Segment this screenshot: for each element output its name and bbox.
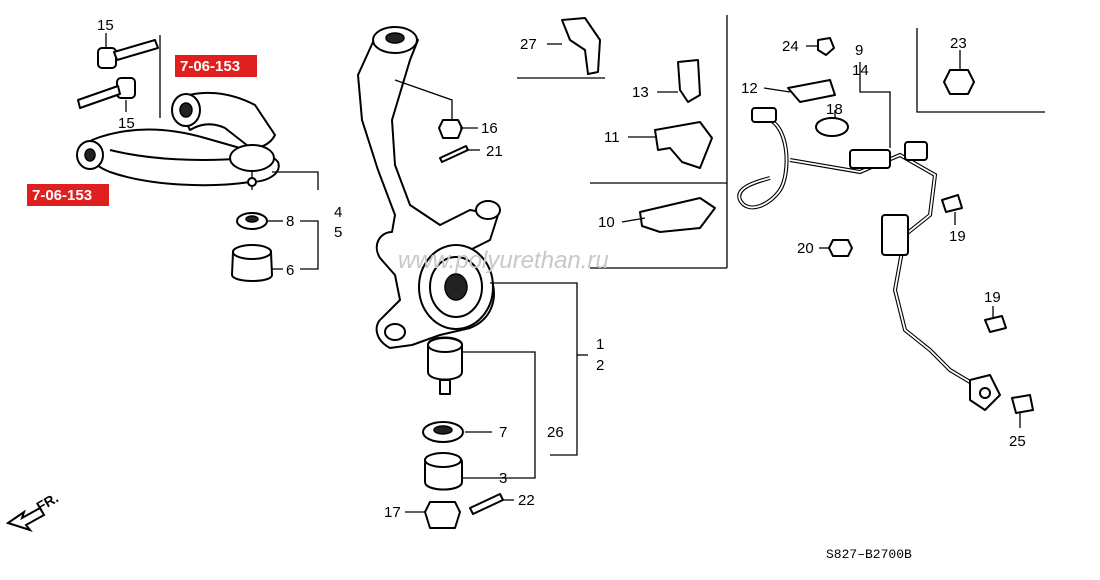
- callout-12: 12: [741, 80, 758, 97]
- boot-3: [424, 452, 463, 491]
- reference-label-lower[interactable]: 7-06-153: [27, 184, 109, 206]
- bolt-15-lower: [77, 77, 136, 109]
- castle-nut-16: [438, 119, 463, 139]
- bracket-27: [561, 17, 601, 75]
- callout-17: 17: [384, 504, 401, 521]
- drawing-code: S827–B2700B: [826, 547, 912, 562]
- callout-9: 9: [855, 42, 863, 59]
- upper-control-arm: [76, 91, 280, 190]
- bolt-24: [817, 37, 835, 56]
- nut-17: [424, 501, 461, 529]
- dust-seal-8: [236, 212, 268, 230]
- bracket-13: [677, 59, 701, 103]
- leader-lines: [105, 33, 1021, 513]
- callout-18: 18: [826, 101, 843, 118]
- lower-ball-joint: [427, 336, 463, 395]
- clip-18: [815, 117, 849, 137]
- cotter-pin-21: [439, 145, 469, 163]
- callout-2: 2: [596, 357, 604, 374]
- reference-label-upper[interactable]: 7-06-153: [175, 55, 257, 77]
- callout-23: 23: [950, 35, 967, 52]
- callout-5: 5: [334, 224, 342, 241]
- connector-12: [787, 79, 836, 103]
- callout-7: 7: [499, 424, 507, 441]
- callout-14: 14: [852, 62, 869, 79]
- abs-wiring: [737, 107, 1001, 411]
- bolt-19-lower: [984, 315, 1007, 333]
- callout-11: 11: [604, 129, 620, 146]
- callout-20: 20: [797, 240, 814, 257]
- callout-24: 24: [782, 38, 799, 55]
- callout-numbers: 15 15 8 4 5 6 27 13 11 10 16 21 1 2 7 26…: [97, 17, 1026, 521]
- nut-23: [943, 69, 975, 95]
- callout-1: 1: [596, 336, 604, 353]
- callout-21: 21: [486, 143, 503, 160]
- svg-text:7-06-153: 7-06-153: [180, 58, 240, 75]
- bolt-25: [1011, 394, 1034, 414]
- callout-26: 26: [547, 424, 564, 441]
- bracket-10: [639, 197, 716, 233]
- callout-16: 16: [481, 120, 498, 137]
- callout-15-a: 15: [97, 17, 114, 34]
- seal-ring-7: [422, 421, 464, 443]
- callout-25: 25: [1009, 433, 1026, 450]
- callout-10: 10: [598, 214, 615, 231]
- callout-19-b: 19: [984, 289, 1001, 306]
- bracket-11: [654, 121, 713, 169]
- callout-8: 8: [286, 213, 294, 230]
- steering-knuckle: [357, 26, 501, 349]
- callout-13: 13: [632, 84, 649, 101]
- callout-15-b: 15: [118, 115, 135, 132]
- callout-22: 22: [518, 492, 535, 509]
- watermark: www.polyurethan.ru: [398, 247, 609, 274]
- front-direction-arrow: FR.: [5, 489, 61, 532]
- callout-4: 4: [334, 204, 342, 221]
- ball-joint-boot-6: [231, 244, 273, 282]
- callout-6: 6: [286, 262, 294, 279]
- section-frames: [517, 15, 1045, 269]
- bolt-19-upper: [941, 194, 963, 213]
- callout-3: 3: [499, 470, 507, 487]
- svg-text:7-06-153: 7-06-153: [32, 187, 92, 204]
- cotter-pin-22: [469, 493, 504, 515]
- nut-20: [828, 239, 853, 257]
- callout-19-a: 19: [949, 228, 966, 245]
- callout-27: 27: [520, 36, 537, 53]
- bolt-15-upper: [97, 39, 159, 69]
